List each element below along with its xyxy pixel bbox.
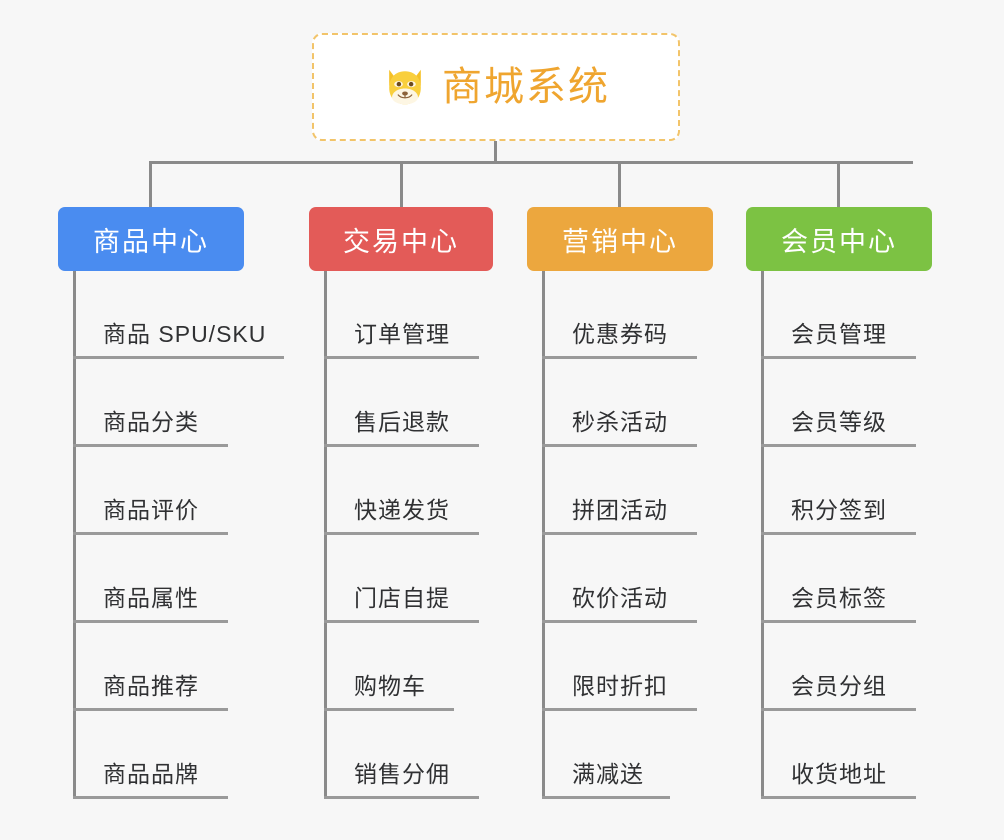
leaf-item-underline: [542, 708, 697, 711]
category-box-label: 商品中心: [93, 226, 209, 257]
category-box-label: 交易中心: [343, 226, 459, 257]
leaf-item-label: 门店自提: [354, 585, 450, 611]
category-box-3[interactable]: 营销中心: [527, 207, 713, 271]
leaf-item-label: 会员等级: [791, 409, 887, 435]
category-box-1[interactable]: 商品中心: [58, 207, 244, 271]
leaf-item-label: 会员标签: [791, 585, 887, 611]
leaf-item-underline: [324, 532, 479, 535]
leaf-item-underline: [73, 796, 228, 799]
leaf-item-label: 限时折扣: [572, 673, 668, 699]
leaf-item[interactable]: 门店自提: [324, 535, 499, 623]
leaf-item[interactable]: 商品属性: [73, 535, 248, 623]
leaf-item-underline: [761, 444, 916, 447]
leaf-item-underline: [73, 356, 284, 359]
shiba-dog-icon: [389, 69, 421, 105]
leaf-item-label: 商品属性: [103, 585, 199, 611]
leaf-item-label: 砍价活动: [572, 585, 668, 611]
leaf-item-label: 优惠券码: [572, 321, 668, 347]
leaf-item[interactable]: 会员分组: [761, 623, 936, 711]
leaf-item[interactable]: 秒杀活动: [542, 359, 717, 447]
leaf-item[interactable]: 优惠券码: [542, 271, 717, 359]
leaf-item[interactable]: 会员管理: [761, 271, 936, 359]
leaf-item-underline: [761, 356, 916, 359]
root-node-mall-system[interactable]: 商城系统: [312, 33, 680, 141]
connector-horizontal-bus: [149, 161, 913, 164]
leaf-item[interactable]: 砍价活动: [542, 535, 717, 623]
leaf-item-underline: [324, 620, 479, 623]
leaf-item-underline: [73, 708, 228, 711]
connector-drop-3: [618, 161, 621, 207]
category-box-label: 营销中心: [562, 226, 678, 257]
leaf-item[interactable]: 售后退款: [324, 359, 499, 447]
column-spine: [761, 271, 764, 799]
leaf-item-underline: [542, 796, 670, 799]
leaf-item-label: 拼团活动: [572, 497, 668, 523]
leaf-item-underline: [542, 356, 697, 359]
leaf-item[interactable]: 商品推荐: [73, 623, 248, 711]
connector-drop-1: [149, 161, 152, 207]
leaf-item-label: 秒杀活动: [572, 409, 668, 435]
leaf-item-underline: [324, 796, 479, 799]
leaf-item-underline: [73, 444, 228, 447]
leaf-item-label: 商品评价: [103, 497, 199, 523]
leaf-item-underline: [324, 708, 454, 711]
category-box-4[interactable]: 会员中心: [746, 207, 932, 271]
leaf-item[interactable]: 商品分类: [73, 359, 248, 447]
leaf-item[interactable]: 积分签到: [761, 447, 936, 535]
leaf-item-underline: [761, 796, 916, 799]
leaf-item-label: 售后退款: [354, 409, 450, 435]
leaf-item[interactable]: 会员等级: [761, 359, 936, 447]
leaf-item[interactable]: 订单管理: [324, 271, 499, 359]
leaf-item-underline: [542, 532, 697, 535]
connector-drop-2: [400, 161, 403, 207]
leaf-item[interactable]: 商品评价: [73, 447, 248, 535]
leaf-item-underline: [542, 620, 697, 623]
leaf-item-label: 收货地址: [791, 761, 887, 787]
leaf-item-underline: [542, 444, 697, 447]
leaf-item[interactable]: 商品 SPU/SKU: [73, 271, 304, 359]
leaf-item-label: 订单管理: [354, 321, 450, 347]
leaf-item[interactable]: 收货地址: [761, 711, 936, 799]
leaf-item-label: 商品分类: [103, 409, 199, 435]
column-spine: [324, 271, 327, 799]
leaf-item-label: 满减送: [572, 761, 644, 787]
leaf-item-label: 商品品牌: [103, 761, 199, 787]
leaf-item-underline: [324, 356, 479, 359]
connector-root-stem: [494, 141, 497, 164]
leaf-item-label: 会员管理: [791, 321, 887, 347]
leaf-item-underline: [761, 708, 916, 711]
leaf-item-underline: [73, 532, 228, 535]
root-node-title: 商城系统: [442, 65, 610, 109]
leaf-item[interactable]: 商品品牌: [73, 711, 248, 799]
leaf-item-underline: [761, 532, 916, 535]
leaf-item[interactable]: 销售分佣: [324, 711, 499, 799]
leaf-item[interactable]: 快递发货: [324, 447, 499, 535]
leaf-item-label: 商品推荐: [103, 673, 199, 699]
leaf-item-underline: [73, 620, 228, 623]
category-box-label: 会员中心: [781, 226, 897, 257]
leaf-item-label: 快递发货: [354, 497, 450, 523]
leaf-item[interactable]: 限时折扣: [542, 623, 717, 711]
leaf-item-underline: [761, 620, 916, 623]
leaf-item-label: 会员分组: [791, 673, 887, 699]
leaf-item-label: 销售分佣: [354, 761, 450, 787]
column-spine: [73, 271, 76, 799]
leaf-item-underline: [324, 444, 479, 447]
leaf-item[interactable]: 购物车: [324, 623, 474, 711]
leaf-item-label: 购物车: [354, 673, 426, 699]
category-box-2[interactable]: 交易中心: [309, 207, 493, 271]
connector-drop-4: [837, 161, 840, 207]
leaf-item[interactable]: 拼团活动: [542, 447, 717, 535]
leaf-item-label: 商品 SPU/SKU: [103, 321, 267, 347]
column-spine: [542, 271, 545, 799]
leaf-item[interactable]: 满减送: [542, 711, 690, 799]
leaf-item-label: 积分签到: [791, 497, 887, 523]
leaf-item[interactable]: 会员标签: [761, 535, 936, 623]
